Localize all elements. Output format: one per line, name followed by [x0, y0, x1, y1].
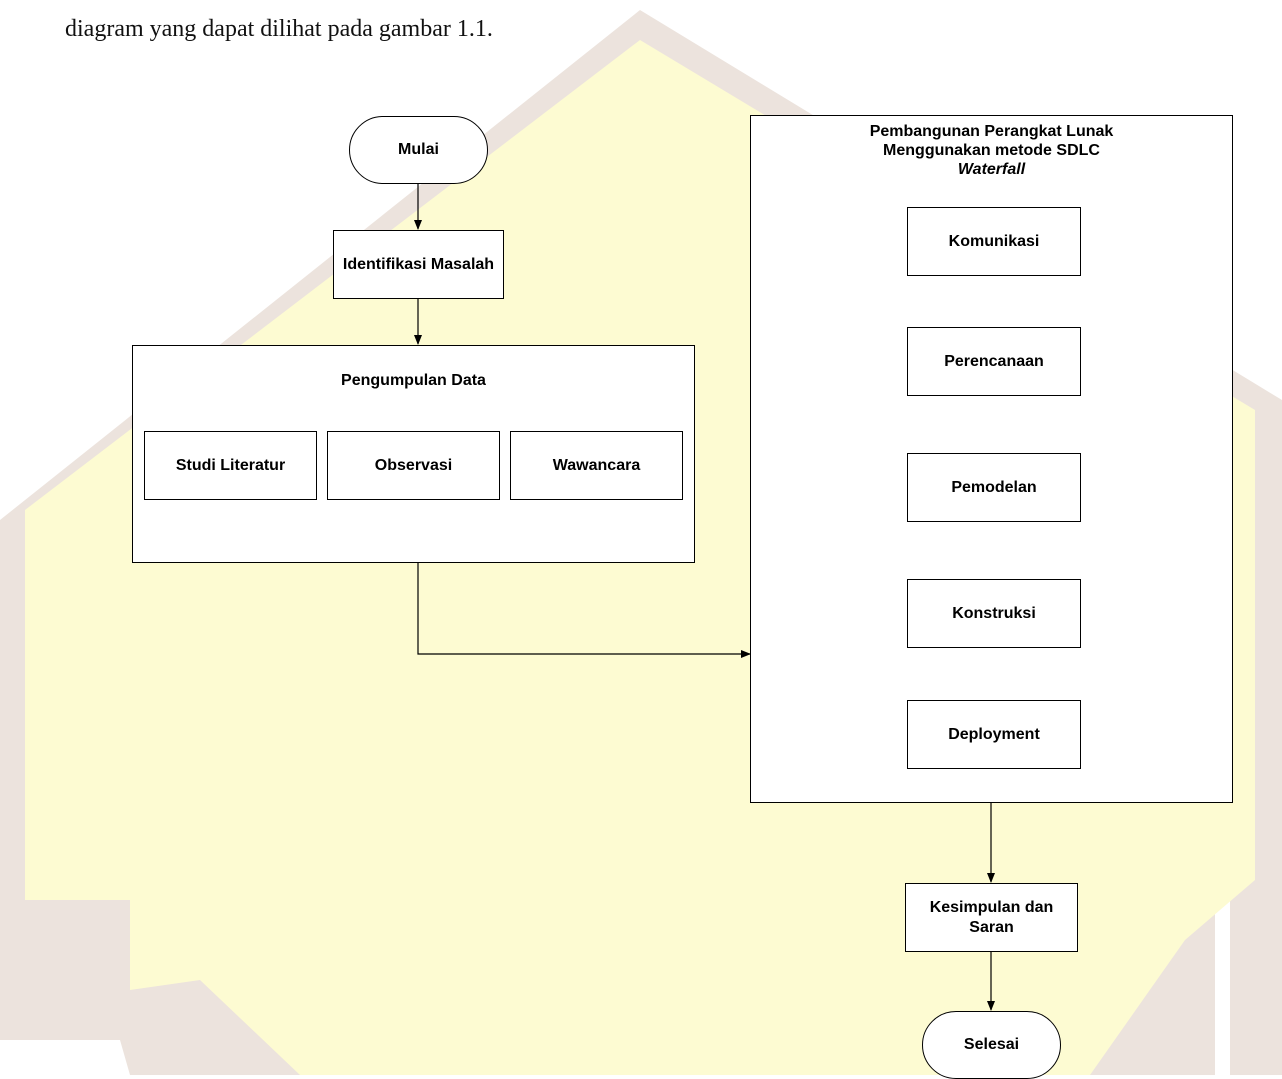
observasi-box: Observasi [327, 431, 500, 500]
identify-problem-box: Identifikasi Masalah [333, 230, 504, 299]
perencanaan-box: Perencanaan [907, 327, 1081, 396]
pemodelan-box: Pemodelan [907, 453, 1081, 522]
konstruksi-box: Konstruksi [907, 579, 1081, 648]
komunikasi-box: Komunikasi [907, 207, 1081, 276]
deployment-box: Deployment [907, 700, 1081, 769]
development-title-line2: Menggunakan metode SDLC [883, 142, 1100, 159]
development-title: Pembangunan Perangkat Lunak Menggunakan … [751, 122, 1232, 179]
wawancara-box: Wawancara [510, 431, 683, 500]
start-terminal: Mulai [349, 116, 488, 184]
data-collection-title: Pengumpulan Data [341, 372, 486, 389]
data-collection-group: Pengumpulan Data Studi Literatur Observa… [132, 345, 695, 563]
conclusion-box: Kesimpulan dan Saran [905, 883, 1078, 952]
studi-literatur-box: Studi Literatur [144, 431, 317, 500]
development-title-line1: Pembangunan Perangkat Lunak [869, 123, 1114, 140]
intro-text: diagram yang dapat dilihat pada gambar 1… [65, 16, 493, 42]
end-terminal: Selesai [922, 1011, 1061, 1079]
development-title-line3: Waterfall [957, 161, 1026, 178]
